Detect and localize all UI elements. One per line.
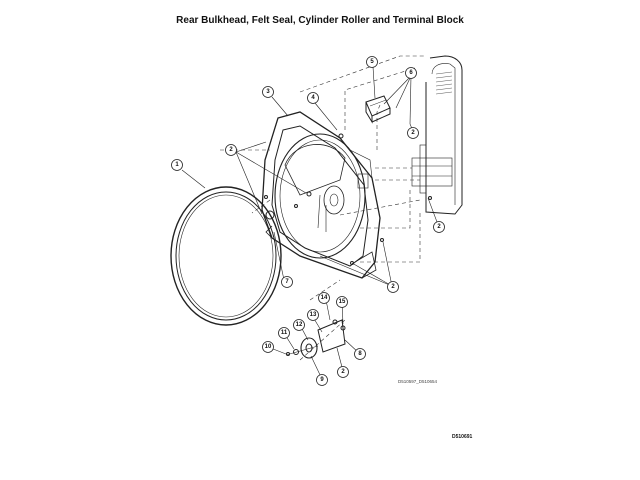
- callout-2: 2: [437, 224, 441, 230]
- felt-seal: [170, 186, 282, 326]
- callout-1: 1: [175, 162, 179, 168]
- callout-11: 11: [281, 330, 288, 336]
- page-id: D510691: [452, 434, 473, 440]
- callout-13: 13: [310, 312, 317, 318]
- callout-5: 5: [370, 59, 374, 65]
- callout-12: 12: [296, 322, 303, 328]
- leader-lines: [181, 66, 438, 380]
- cabinet-panel: [411, 55, 463, 215]
- callout-6: 6: [409, 70, 413, 76]
- callout-3: 3: [266, 89, 270, 95]
- callout-14: 14: [321, 295, 328, 301]
- callout-4: 4: [311, 95, 315, 101]
- callout-8: 8: [358, 351, 362, 357]
- drawing-code: D510597_D510654: [398, 379, 438, 384]
- callout-9: 9: [320, 377, 324, 383]
- terminal-block: [365, 95, 391, 124]
- callout-2: 2: [391, 284, 395, 290]
- callout-2: 2: [341, 369, 345, 375]
- callout-15: 15: [339, 299, 346, 305]
- callout-2: 2: [411, 130, 415, 136]
- callout-circles: [171, 56, 445, 386]
- alignment-lines: [220, 55, 425, 361]
- callout-2: 2: [229, 147, 233, 153]
- rear-bulkhead: [261, 111, 381, 279]
- cylinder-roller-assembly: [285, 319, 346, 359]
- diagram-title: Rear Bulkhead, Felt Seal, Cylinder Rolle…: [176, 15, 464, 26]
- callout-labels: 1 2 3 4 5 6 2 2 7 2 14 15 13 12 11 10 9 …: [175, 59, 441, 383]
- callout-7: 7: [285, 279, 289, 285]
- callout-10: 10: [265, 344, 272, 350]
